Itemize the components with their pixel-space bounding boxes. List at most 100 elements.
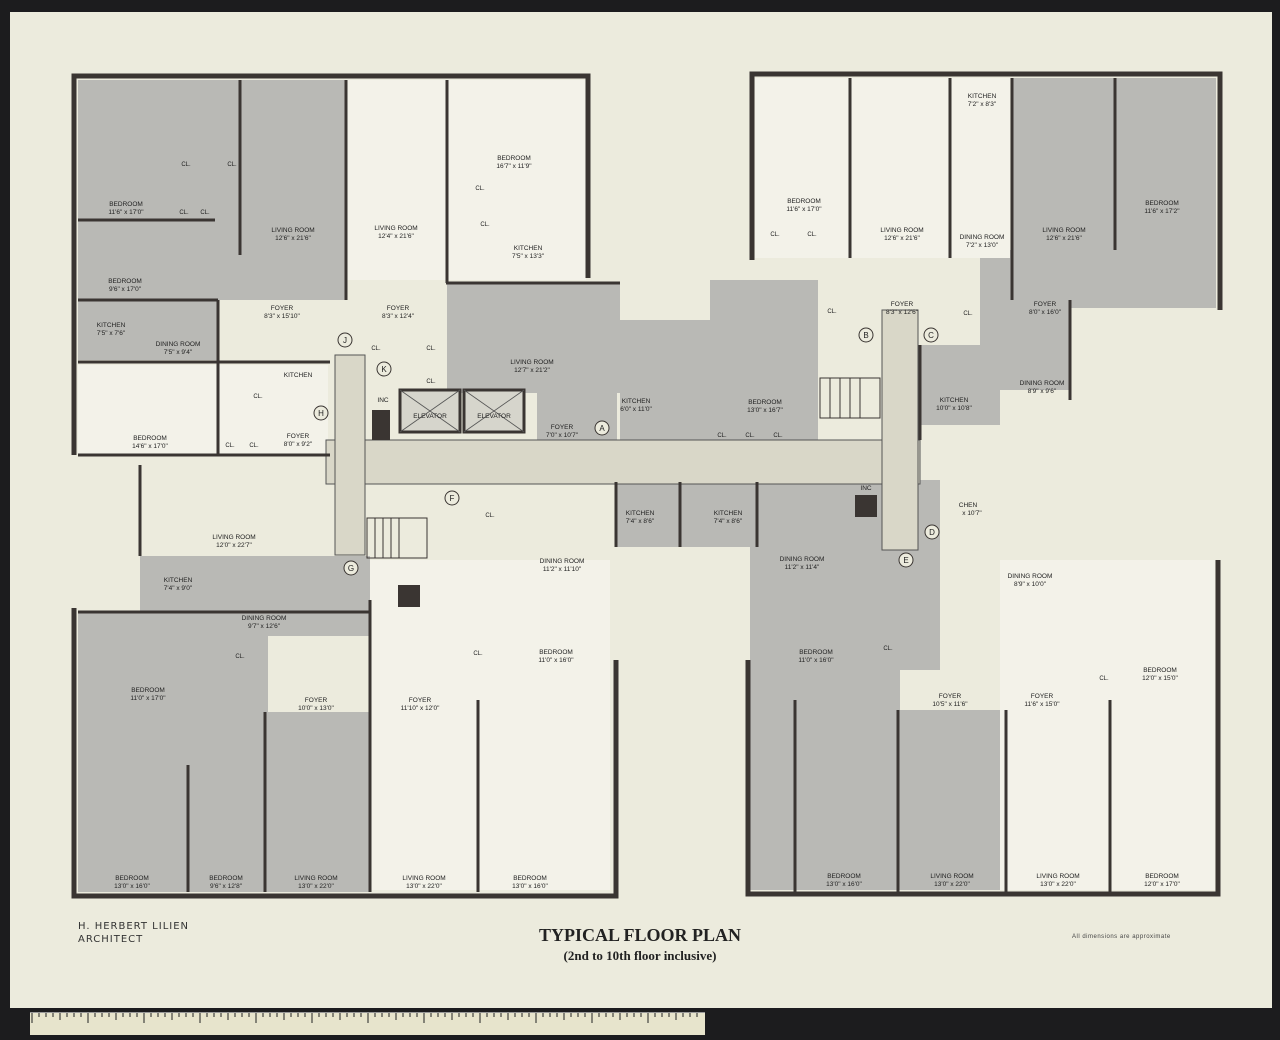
room-name: KITCHEN (968, 93, 997, 100)
closet-label: CL. (227, 162, 237, 168)
room-dim: 11'6" x 17'0" (108, 209, 144, 216)
room-name: BEDROOM (513, 875, 547, 882)
room-name: BEDROOM (787, 198, 821, 205)
room-dim: 12'7" x 21'2" (514, 367, 550, 374)
unit-letter-b: B (863, 331, 868, 340)
closet-label: CL. (473, 651, 483, 657)
room-dim: 11'0" x 16'0" (798, 657, 834, 664)
room-dim: 13'0" x 22'0" (1040, 881, 1076, 888)
room-name: FOYER (287, 433, 310, 440)
room-dim: 14'6" x 17'0" (132, 443, 168, 450)
room-dim: 13'0" x 22'0" (406, 883, 442, 890)
closet-label: CL. (1099, 676, 1109, 682)
room-name: DINING ROOM (1008, 573, 1053, 580)
closet-label: CL. (179, 210, 189, 216)
room-dim: 13'0" x 16'0" (826, 881, 862, 888)
closet-label: CL. (475, 186, 485, 192)
closet-label: CL. (717, 433, 727, 439)
room-dim: 8'9" x 10'0" (1014, 581, 1047, 588)
room-name: BEDROOM (748, 399, 782, 406)
room-name: LIVING ROOM (212, 534, 255, 541)
closet-label: CL. (480, 222, 490, 228)
inc-label-2: INC (860, 485, 872, 492)
room-dim: 13'0" x 16'0" (512, 883, 548, 890)
room-dim: 7'4" x 8'6" (626, 518, 655, 525)
unit-letters: A B C D E F G H J K (318, 331, 935, 573)
closet-label: CL. (770, 232, 780, 238)
unit-letter-e: E (903, 556, 908, 565)
room-name: DINING ROOM (780, 556, 825, 563)
room-name: BEDROOM (1145, 873, 1179, 880)
room-dim: 12'6" x 21'6" (884, 235, 920, 242)
room-dim: 7'5" x 13'3" (512, 253, 545, 260)
room-name: BEDROOM (133, 435, 167, 442)
room-name: FOYER (1031, 693, 1054, 700)
room-dim: 12'0" x 15'0" (1142, 675, 1178, 682)
room-dim: 13'0" x 16'7" (747, 407, 783, 414)
unit-letter-j: J (343, 336, 347, 345)
room-name: BEDROOM (799, 649, 833, 656)
room-dim: 10'0" x 13'0" (298, 705, 334, 712)
room-name: LIVING ROOM (402, 875, 445, 882)
room-name: BEDROOM (115, 875, 149, 882)
room-dim: 12'6" x 21'6" (1046, 235, 1082, 242)
room-name: DINING ROOM (960, 234, 1005, 241)
room-dim: 10'5" x 11'6" (932, 701, 968, 708)
interior-walls (78, 78, 1117, 892)
closet-label: CL. (963, 311, 973, 317)
closet-label: CL. (181, 162, 191, 168)
room-dim: 12'0" x 17'0" (1144, 881, 1180, 888)
white-units (78, 78, 1215, 890)
room-dim: 8'3" x 12'4" (382, 313, 415, 320)
stairs (366, 377, 881, 559)
corridor (325, 309, 921, 556)
room-name: KITCHEN (164, 577, 193, 584)
room-dim: 12'0" x 22'7" (216, 542, 252, 549)
room-name: KITCHEN (514, 245, 543, 252)
room-name: LIVING ROOM (880, 227, 923, 234)
room-dim: 11'2" x 11'10" (543, 566, 582, 573)
room-name: LIVING ROOM (271, 227, 314, 234)
room-name: BEDROOM (209, 875, 243, 882)
room-dim: 12'6" x 21'6" (275, 235, 311, 242)
room-name: FOYER (891, 301, 914, 308)
room-name: FOYER (409, 697, 432, 704)
room-name: DINING ROOM (1020, 380, 1065, 387)
elevators (372, 388, 877, 607)
room-name: KITCHEN (97, 322, 126, 329)
room-dim: 13'0" x 22'0" (934, 881, 970, 888)
room-dim: 7'2" x 8'3" (968, 101, 997, 108)
room-name: LIVING ROOM (294, 875, 337, 882)
room-name: LIVING ROOM (1036, 873, 1079, 880)
room-dim: 9'6" x 17'0" (109, 286, 142, 293)
room-dim: 7'5" x 9'4" (164, 349, 193, 356)
room-name: DINING ROOM (540, 558, 585, 565)
closet-label: CL. (773, 433, 783, 439)
room-name: LIVING ROOM (510, 359, 553, 366)
closet-label: CL. (249, 443, 259, 449)
room-name: FOYER (271, 305, 294, 312)
dimensions-note: All dimensions are approximate (1072, 934, 1171, 940)
closet-label: CL. (371, 346, 381, 352)
room-name: BEDROOM (109, 201, 143, 208)
room-name: FOYER (387, 305, 410, 312)
elevator-label-1: ELEVATOR (413, 413, 447, 420)
room-name: FOYER (1034, 301, 1057, 308)
plan-title: TYPICAL FLOOR PLAN (538, 925, 742, 945)
room-dim: 6'0" x 11'0" (620, 406, 652, 413)
architect-credit: H. HERBERT LILIEN ARCHITECT (78, 920, 189, 946)
ruler-ticks (31, 1013, 698, 1023)
unit-letter-g: G (348, 564, 354, 573)
closet-label: CL. (225, 443, 235, 449)
exterior-walls (71, 71, 1223, 899)
room-dim: 7'0" x 10'7" (546, 432, 579, 439)
room-name: FOYER (551, 424, 574, 431)
room-name: KITCHEN (622, 398, 651, 405)
room-name: BEDROOM (1143, 667, 1177, 674)
closet-label: CL. (200, 210, 210, 216)
closet-label: CL. (235, 654, 245, 660)
inc-label-1: INC (377, 397, 389, 404)
room-dim: 16'7" x 11'9" (496, 163, 532, 170)
room-name: FOYER (305, 697, 328, 704)
